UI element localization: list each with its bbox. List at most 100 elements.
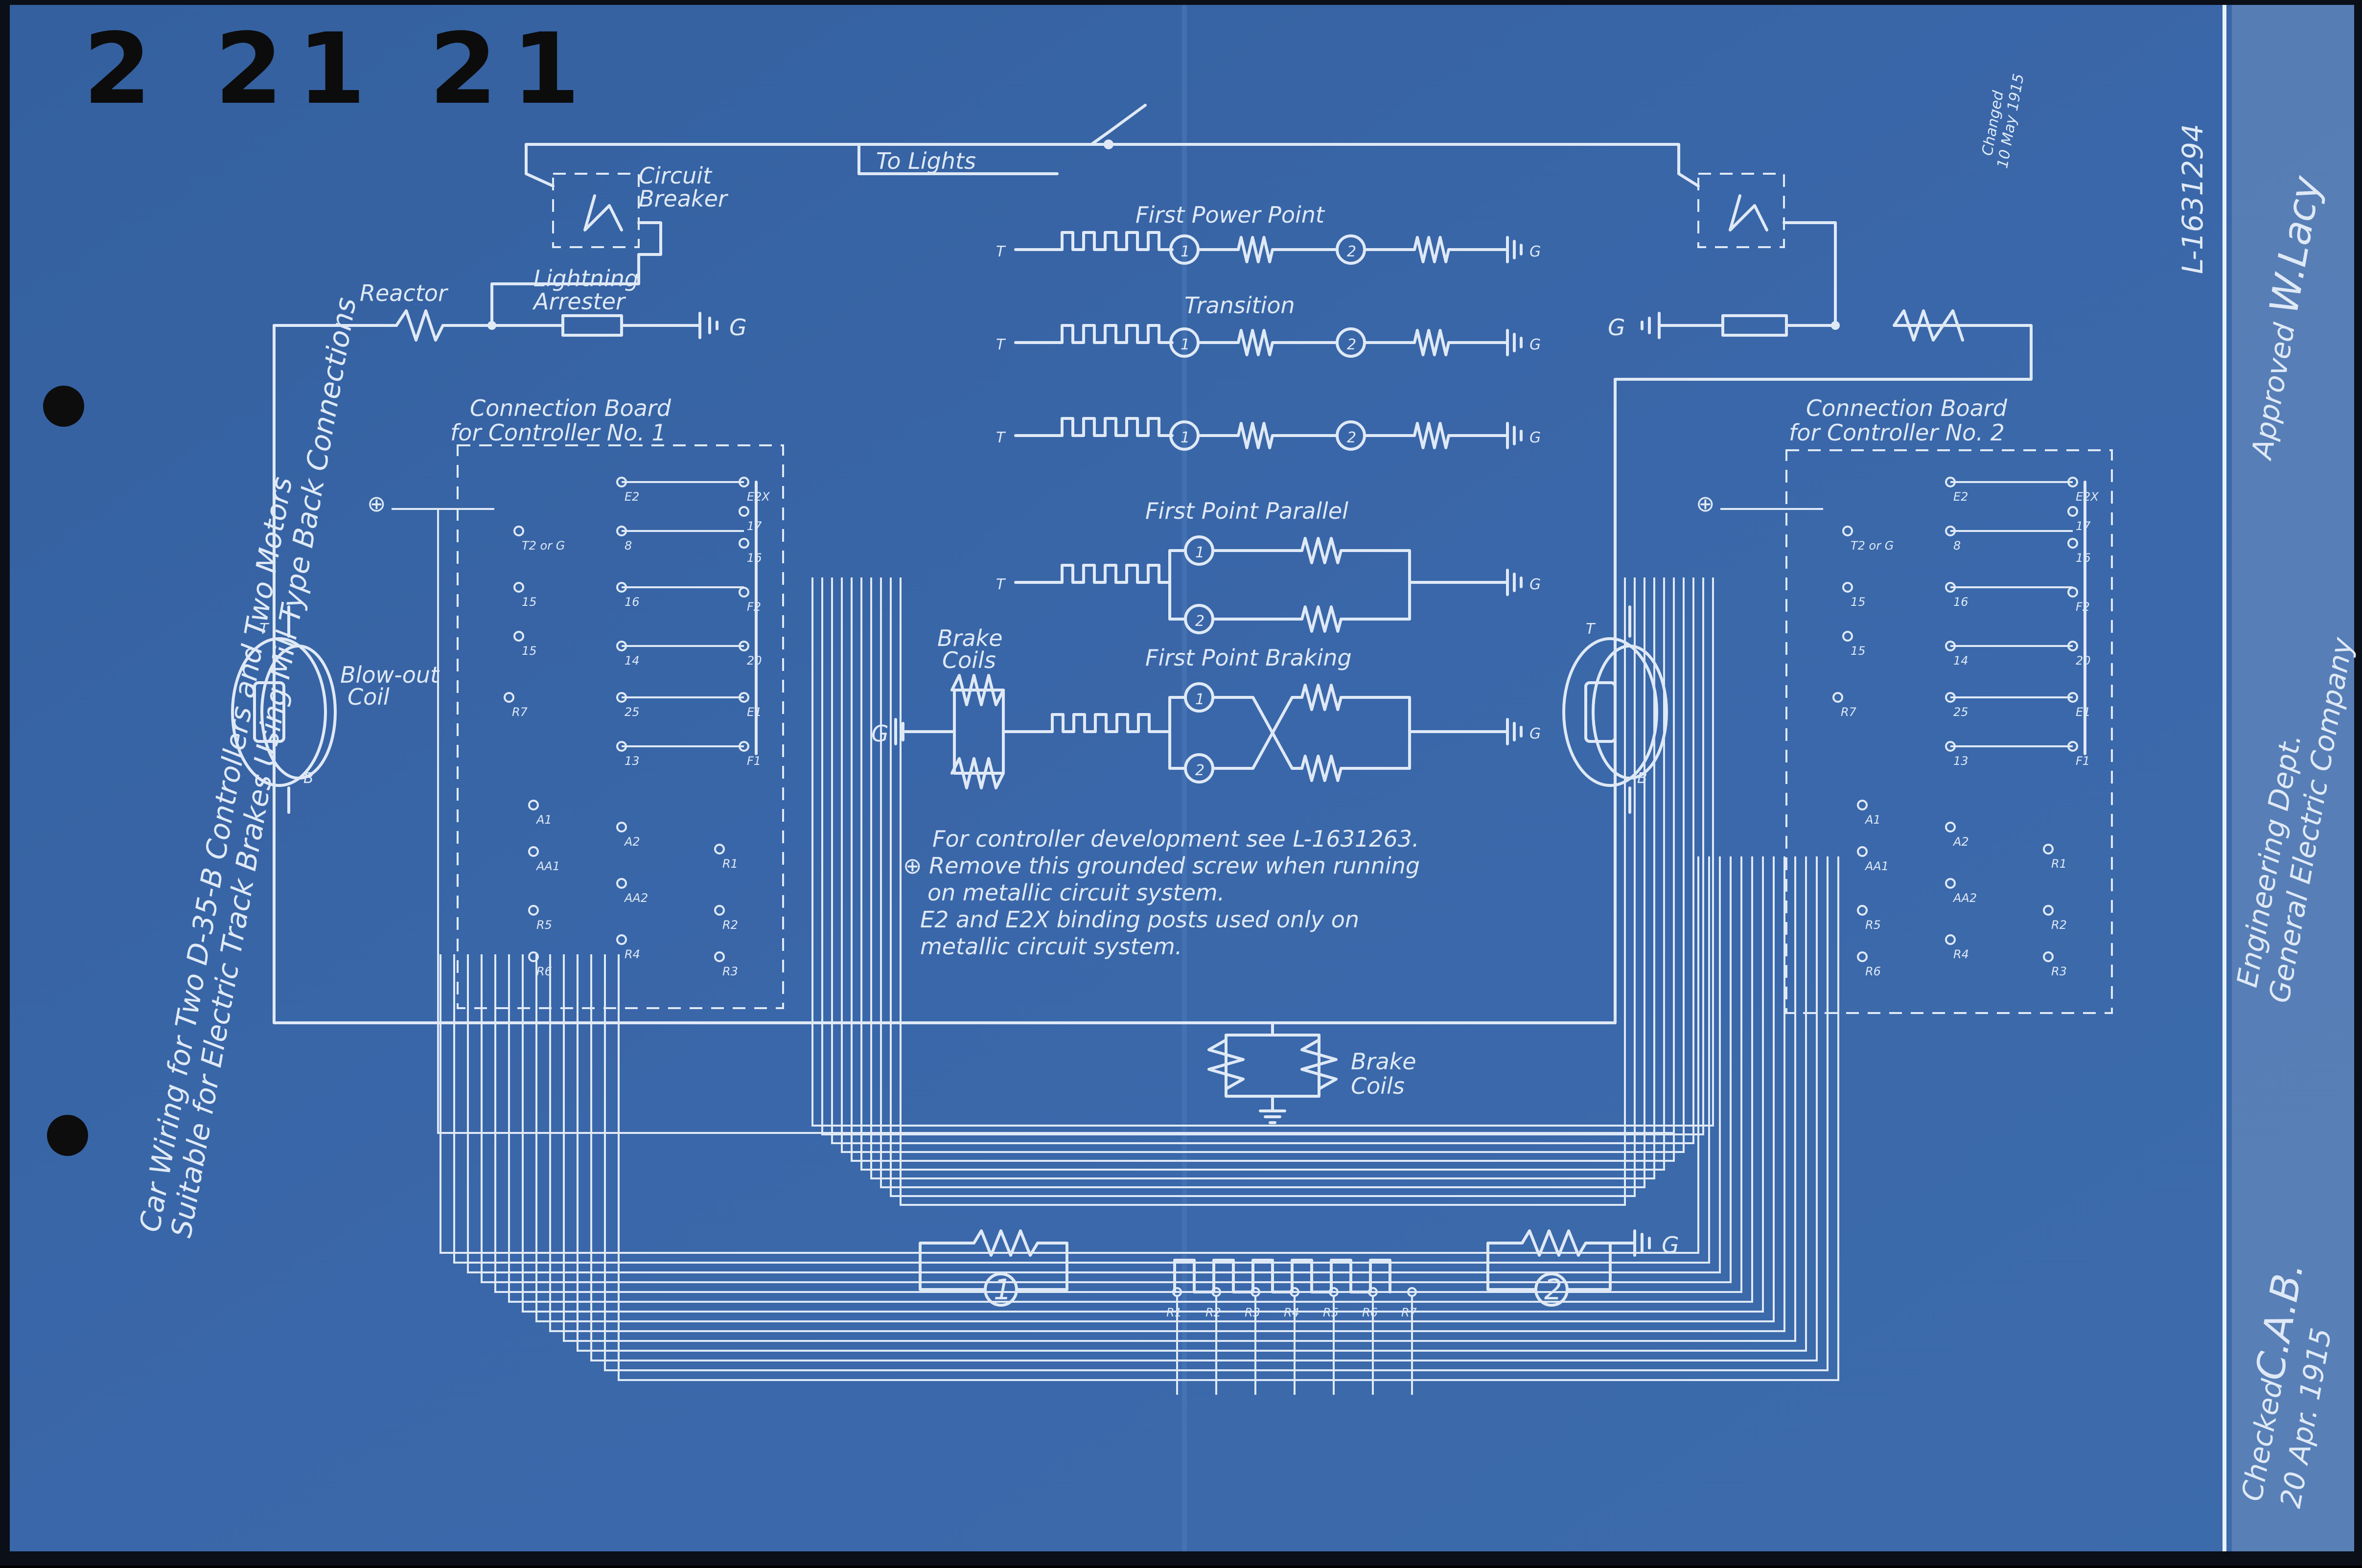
terminal-label: 15 [522,595,537,609]
conn-board-2-label-2: for Controller No. 2 [1789,419,2005,446]
terminal-label: T2 or G [522,539,565,553]
terminal-label: A2 [624,835,640,849]
binding-post [1832,692,1843,703]
binding-post [739,506,749,517]
harness-wire [453,856,1710,1264]
to-lights-label: To Lights [876,148,976,174]
seq-title-first-point-braking: First Point Braking [1145,645,1352,671]
terminal-label: R1 [722,857,738,871]
binding-post [2067,506,2078,517]
binding-post [504,692,514,703]
harness-wire [508,856,1753,1303]
terminal-label: AA1 [535,859,560,873]
harness-wire [577,856,1807,1352]
terminal-label: F1 [2076,754,2090,768]
seq-ground-label: G [1529,336,1541,353]
binding-post [1945,822,1956,832]
terminal-label: 15 [522,644,537,658]
circuit-breaker-label-2: Breaker [639,185,729,212]
terminal-label: E2X [2076,490,2099,504]
reactor-label: Reactor [360,280,449,306]
seq-title-first-power-point: First Power Point [1135,202,1325,228]
harness-wire [811,577,1714,1127]
harness-wire [494,856,1742,1293]
terminal-label: F2 [747,600,761,614]
terminal-label: 16 [747,551,762,565]
terminal-label: 20 [2076,654,2091,668]
seq-motor-2-num: 2 [1347,429,1356,446]
binding-post [528,905,539,916]
seq-trolley-label: T [996,243,1006,260]
binding-post [714,951,725,962]
bottom-terminal-label: R1 [1166,1306,1182,1319]
binding-post [714,844,725,854]
terminal-label: E2X [747,490,770,504]
harness-wire [437,509,1675,1134]
supply-circuit [273,104,2033,1024]
harness-wire [549,856,1785,1332]
binding-post [1842,582,1853,593]
harness-wire [535,856,1775,1322]
seq-motor-1-num: 1 [1181,336,1190,353]
harness-wire [481,856,1732,1283]
note-line-2: ⊕ Remove this grounded screw when runnin… [903,853,1420,879]
binding-post [513,582,524,593]
bottom-motor-2-num: 2 [1544,1273,1562,1306]
binding-post [616,934,627,945]
bottom-terminal-label: R2 [1205,1306,1221,1319]
terminal-label: 16 [2076,551,2091,565]
terminal-label: 8 [625,539,632,553]
seq-title-transition: Transition [1184,292,1295,319]
binding-post [528,846,539,857]
harness-wire [618,856,1839,1381]
terminal-label: R7 [512,705,528,719]
harness-wire [880,577,1645,1188]
blowout-coil-left [231,605,337,814]
bottom-motor-1 [919,1229,1068,1307]
binding-post [2043,951,2054,962]
binding-post [1945,878,1956,889]
ground-label-right: G [1608,314,1625,341]
note-line-5: metallic circuit system. [920,933,1182,960]
terminal-label: 15 [1851,595,1866,609]
binding-post [2067,538,2078,549]
binding-post [1857,846,1868,857]
lightning-arrester-label: Lightning [533,265,639,292]
binding-post [1842,631,1853,642]
lightning-arrester-label-2: Arrester [532,288,626,315]
terminal-label: A1 [535,813,552,827]
brake-coils-mini-label-2: Coils [942,647,996,673]
bottom-terminal-label: R4 [1284,1306,1299,1319]
terminal-label: E2 [625,490,639,504]
blowout-t-right: T [1586,621,1596,638]
brake-coils-mini [894,674,1039,789]
binding-post [1842,526,1853,536]
harness-wire [590,856,1818,1361]
blowout-coil-right [1562,605,1668,814]
blowout-label: Blow-out [340,662,440,688]
binding-post [1945,934,1956,945]
bottom-motor-2 [1486,1229,1651,1307]
harness-wire [831,577,1694,1144]
seq-ground-label: G [1529,429,1541,446]
bottom-motor-1-num: 1 [994,1273,1012,1306]
binding-post [528,951,539,962]
terminal-label: R1 [2051,857,2067,871]
terminal-label: A2 [1952,835,1969,849]
harness-wire [860,577,1665,1171]
binding-post [513,526,524,536]
terminal-label: 20 [747,654,762,668]
seq-ground-label: G [1529,725,1541,742]
binding-post [2043,905,2054,916]
ground-label-left: G [729,314,747,341]
brake-coils-mini-label: Brake [937,625,1003,651]
terminal-label: AA1 [1864,859,1889,873]
terminal-label: R5 [536,918,552,932]
harness-wire [900,577,1626,1206]
bottom-ground-label: G [1662,1232,1679,1258]
